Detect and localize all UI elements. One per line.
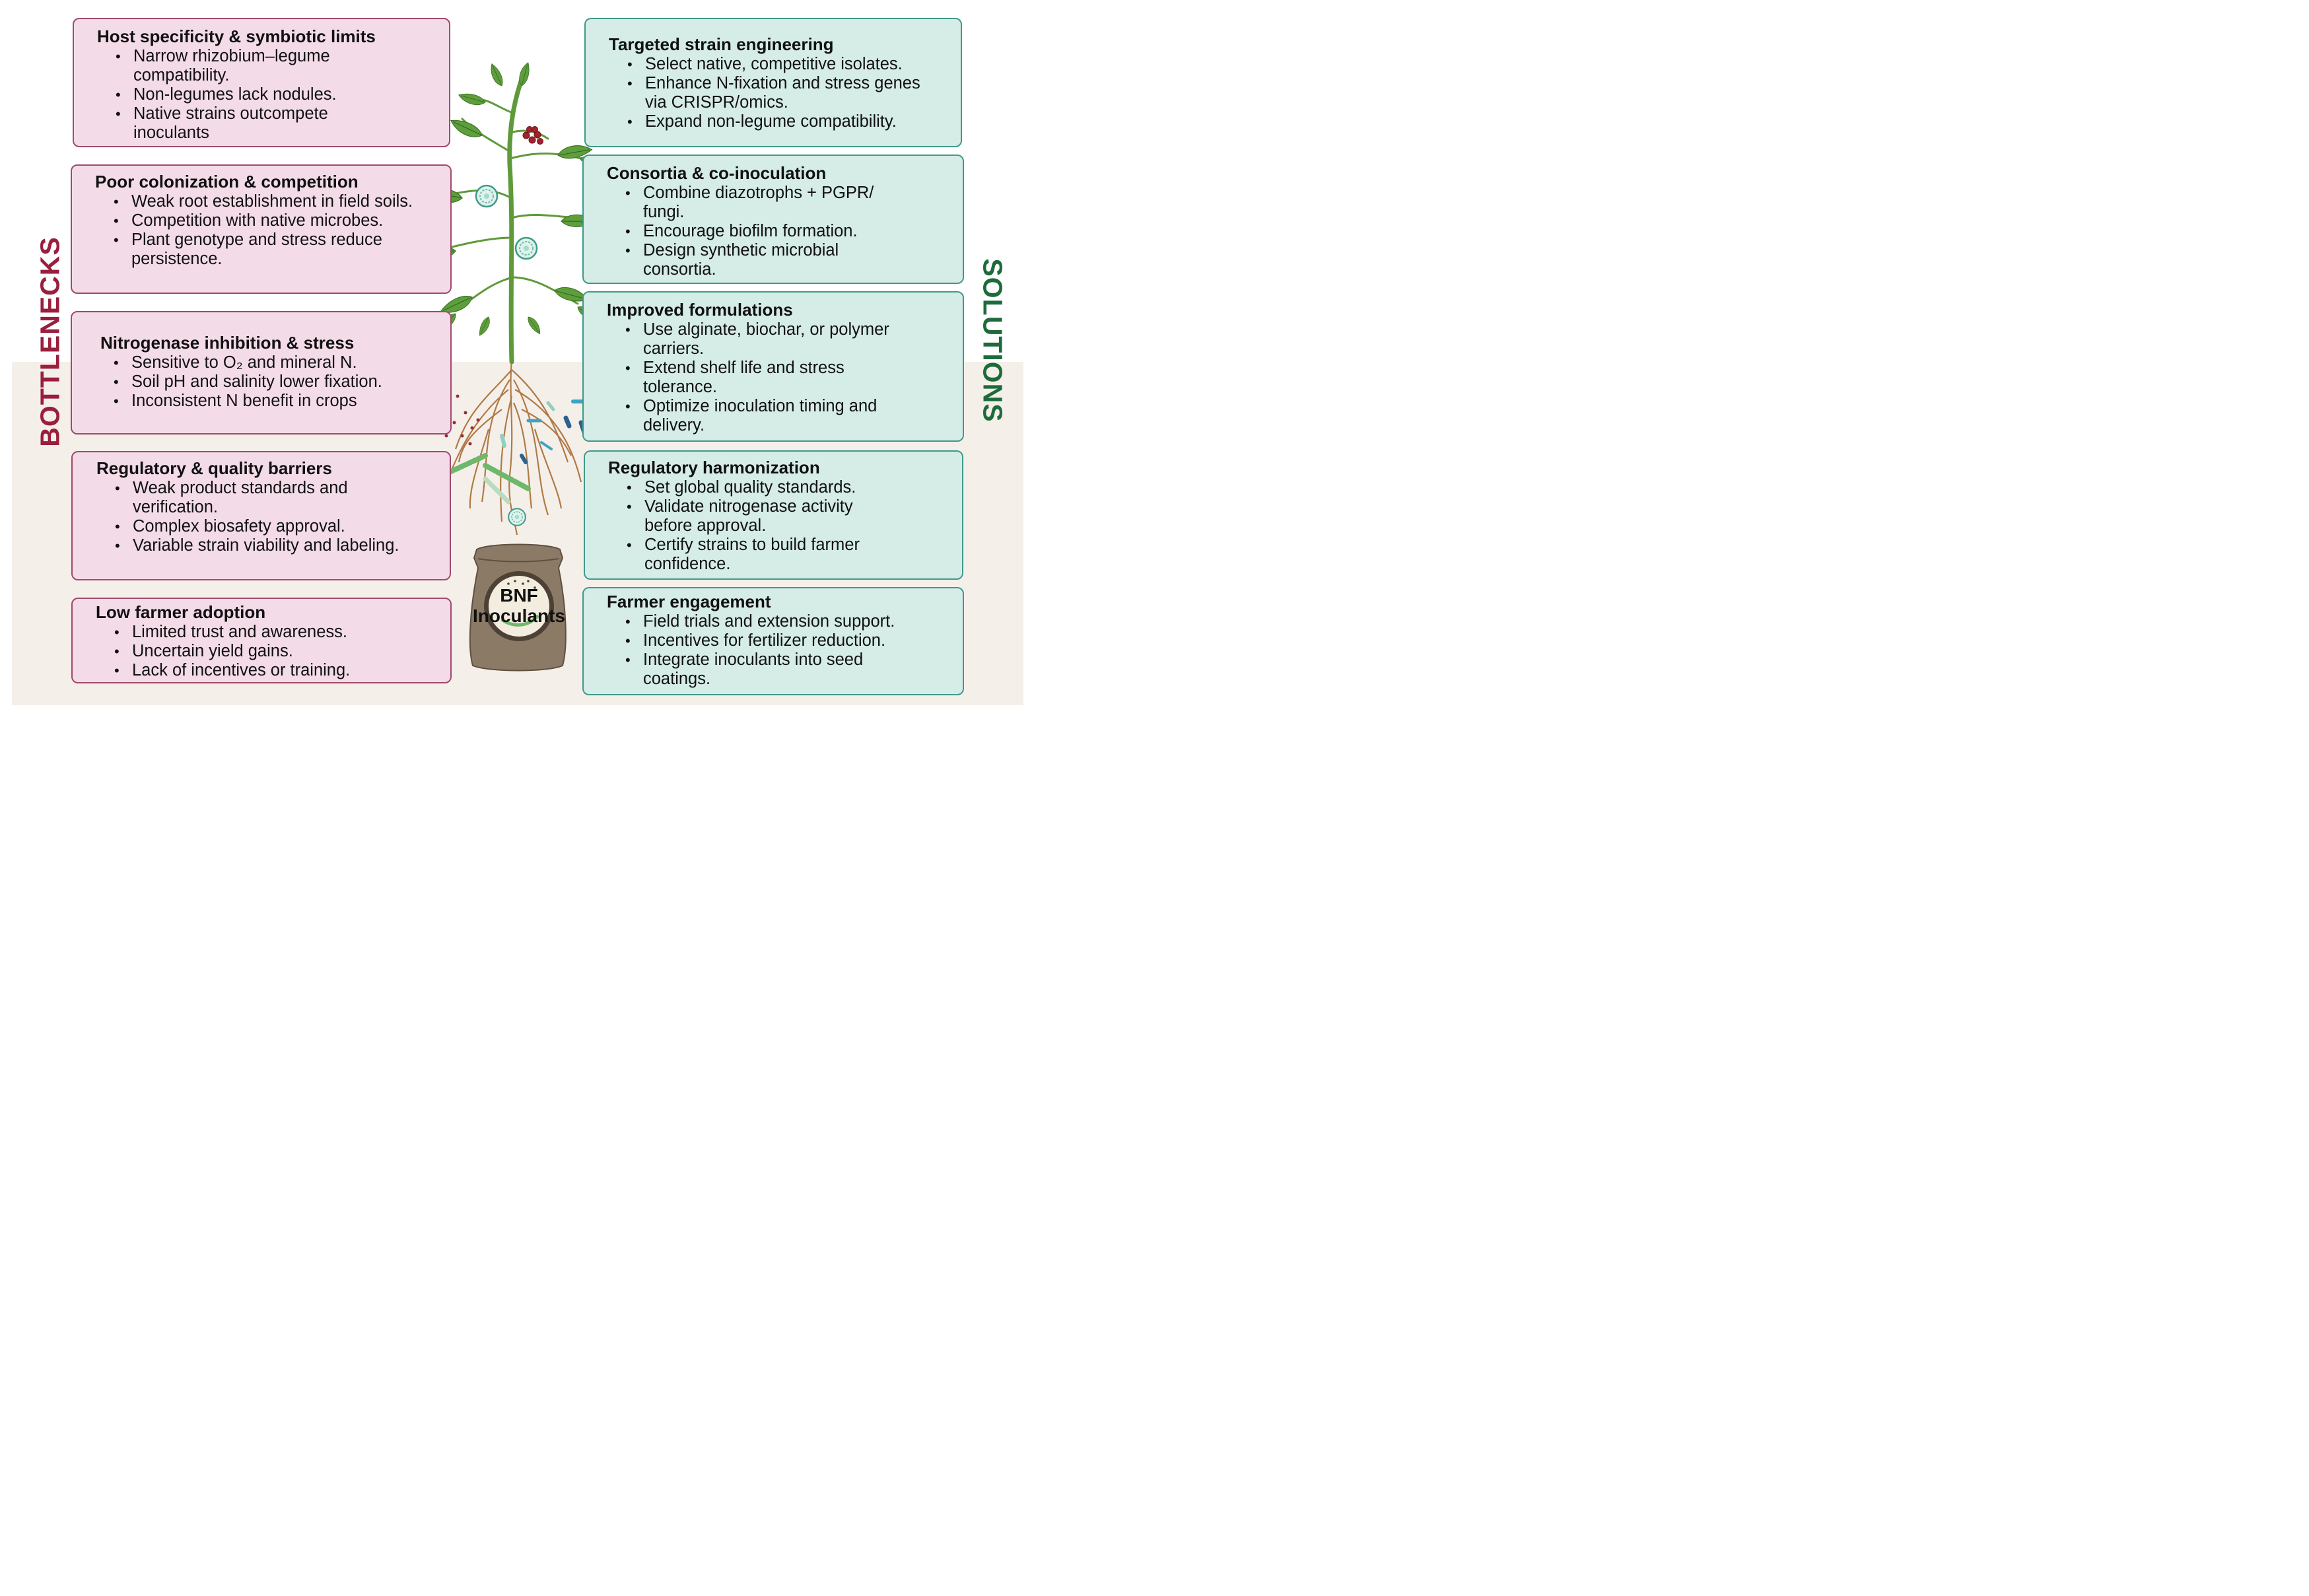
list-item: Encourage biofilm formation.: [625, 222, 907, 241]
box-title: Targeted strain engineering: [609, 34, 834, 54]
solution-box-formulations: Improved formulations Use alginate, bioc…: [582, 291, 964, 442]
solution-box-strain-engineering: Targeted strain engineering Select nativ…: [584, 18, 962, 147]
bullet-list: Weak root establishment in field soils. …: [95, 192, 442, 269]
list-item: Narrow rhizobium–legume compatibility.: [116, 47, 384, 85]
berries: [522, 126, 543, 145]
list-item: Extend shelf life and stress tolerance.: [625, 359, 920, 397]
box-title: Poor colonization & competition: [95, 172, 359, 191]
bullet-list: Use alginate, biochar, or polymer carrie…: [607, 320, 920, 435]
list-item: Validate nitrogenase activity before app…: [627, 497, 895, 536]
nodule-icon: [508, 508, 526, 526]
bottleneck-box-regulatory: Regulatory & quality barriers Weak produ…: [71, 451, 451, 580]
list-item: Select native, competitive isolates.: [627, 55, 936, 74]
plant-illustration: [404, 61, 605, 672]
bag-label-line1: BNF: [500, 585, 538, 606]
list-item: Enhance N-fixation and stress genes via …: [627, 74, 936, 112]
inoculant-bag-icon: [469, 543, 567, 672]
list-item: Complex biosafety approval.: [115, 517, 410, 536]
bullet-list: Limited trust and awareness. Uncertain y…: [96, 623, 442, 680]
solution-box-farmer-engagement: Farmer engagement Field trials and exten…: [582, 587, 964, 695]
box-title: Nitrogenase inhibition & stress: [100, 333, 355, 353]
list-item: Inconsistent N benefit in crops: [114, 392, 442, 411]
roots: [448, 359, 582, 536]
box-title: Improved formulations: [607, 300, 793, 320]
box-title: Regulatory & quality barriers: [96, 458, 332, 478]
list-item: Soil pH and salinity lower fixation.: [114, 372, 442, 392]
list-item: Plant genotype and stress reduce persist…: [114, 230, 442, 269]
list-item: Expand non-legume compatibility.: [627, 112, 936, 131]
bullet-list: Sensitive to O₂ and mineral N. Soil pH a…: [100, 353, 442, 411]
bullet-list: Combine diazotrophs + PGPR/ fungi. Encou…: [607, 184, 907, 279]
solution-box-regulatory: Regulatory harmonization Set global qual…: [584, 450, 963, 580]
box-title: Low farmer adoption: [96, 602, 266, 622]
bag-label-line2: Inoculants: [472, 606, 565, 626]
nodule-icon: [475, 184, 499, 208]
bullet-list: Set global quality standards. Validate n…: [608, 478, 895, 574]
bullet-list: Narrow rhizobium–legume compatibility. N…: [97, 47, 384, 143]
bullet-list: Select native, competitive isolates. Enh…: [609, 55, 936, 131]
list-item: Variable strain viability and labeling.: [115, 536, 410, 555]
bag-label: BNF Inoculants: [468, 585, 570, 626]
list-item: Uncertain yield gains.: [114, 642, 442, 661]
bottleneck-box-host-specificity: Host specificity & symbiotic limits Narr…: [73, 18, 450, 147]
solutions-label: SOLUTIONS: [977, 258, 1008, 423]
nodule-icon: [514, 236, 538, 260]
bottlenecks-label: BOTTLENECKS: [34, 236, 65, 447]
list-item: Combine diazotrophs + PGPR/ fungi.: [625, 184, 907, 222]
bullet-list: Field trials and extension support. Ince…: [607, 612, 920, 689]
list-item: Integrate inoculants into seed coatings.: [625, 650, 920, 689]
bottleneck-box-adoption: Low farmer adoption Limited trust and aw…: [71, 598, 452, 683]
bottleneck-box-colonization: Poor colonization & competition Weak roo…: [71, 164, 452, 294]
microbe-icons: [440, 399, 605, 504]
box-title: Regulatory harmonization: [608, 458, 820, 477]
list-item: Weak product standards and verification.: [115, 479, 410, 517]
box-title: Farmer engagement: [607, 592, 771, 611]
bullet-list: Weak product standards and verification.…: [96, 479, 410, 555]
list-item: Competition with native microbes.: [114, 211, 442, 230]
solution-box-consortia: Consortia & co-inoculation Combine diazo…: [582, 155, 964, 284]
list-item: Use alginate, biochar, or polymer carrie…: [625, 320, 920, 359]
list-item: Field trials and extension support.: [625, 612, 920, 631]
box-title: Consortia & co-inoculation: [607, 163, 827, 183]
list-item: Optimize inoculation timing and delivery…: [625, 397, 920, 435]
list-item: Lack of incentives or training.: [114, 661, 442, 680]
list-item: Design synthetic microbial consortia.: [625, 241, 907, 279]
list-item: Non-legumes lack nodules.: [116, 85, 384, 104]
list-item: Weak root establishment in field soils.: [114, 192, 442, 211]
list-item: Incentives for fertilizer reduction.: [625, 631, 920, 650]
list-item: Limited trust and awareness.: [114, 623, 442, 642]
list-item: Set global quality standards.: [627, 478, 895, 497]
bottleneck-box-nitrogenase: Nitrogenase inhibition & stress Sensitiv…: [71, 311, 452, 434]
box-title: Host specificity & symbiotic limits: [97, 26, 376, 46]
list-item: Sensitive to O₂ and mineral N.: [114, 353, 442, 372]
list-item: Certify strains to build farmer confiden…: [627, 536, 895, 574]
list-item: Native strains outcompete inoculants: [116, 104, 384, 143]
